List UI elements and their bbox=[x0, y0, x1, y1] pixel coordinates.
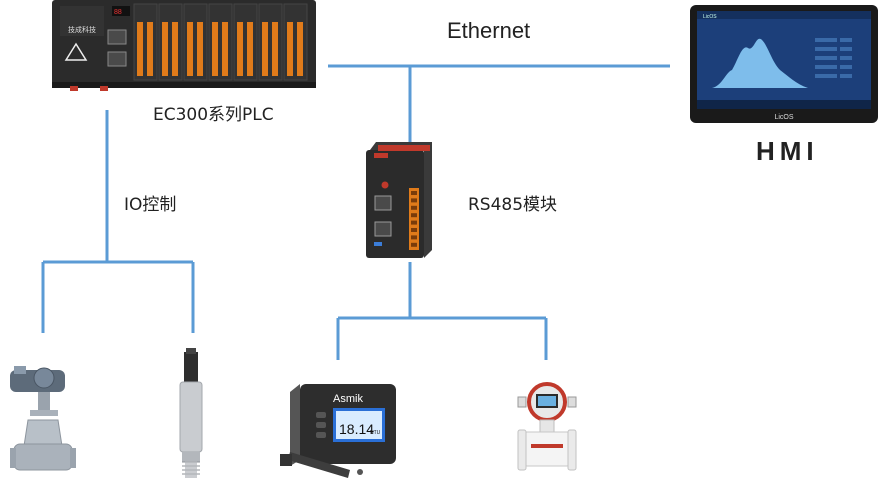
svg-text:88: 88 bbox=[114, 9, 122, 16]
svg-text:LicOS: LicOS bbox=[703, 14, 717, 20]
svg-text:LicOS: LicOS bbox=[774, 114, 793, 121]
ethernet-label: Ethernet bbox=[447, 18, 531, 43]
plc-label: EC300系列PLC bbox=[153, 105, 274, 125]
hmi-icon: LicOS LicOS bbox=[690, 5, 878, 123]
svg-text:Asmik: Asmik bbox=[333, 393, 363, 405]
svg-text:18.14: 18.14 bbox=[339, 421, 374, 437]
rs485-module-label: RS485模块 bbox=[468, 195, 558, 215]
svg-text:技成科技: 技成科技 bbox=[68, 25, 96, 34]
svg-text:NTU: NTU bbox=[370, 430, 381, 436]
valve-actuator-icon bbox=[10, 366, 76, 471]
pressure-transmitter-icon bbox=[179, 348, 203, 478]
water-quality-analyzer-icon: Asmik 18.14 NTU bbox=[280, 384, 396, 478]
io-control-label: IO控制 bbox=[124, 195, 177, 215]
hmi-label: HMI bbox=[756, 136, 819, 166]
plc-icon: 技成科技 88 bbox=[52, 0, 316, 91]
rs485-module-icon bbox=[366, 142, 432, 258]
connector-lines bbox=[41, 64, 670, 360]
flowmeter-icon bbox=[517, 382, 577, 471]
